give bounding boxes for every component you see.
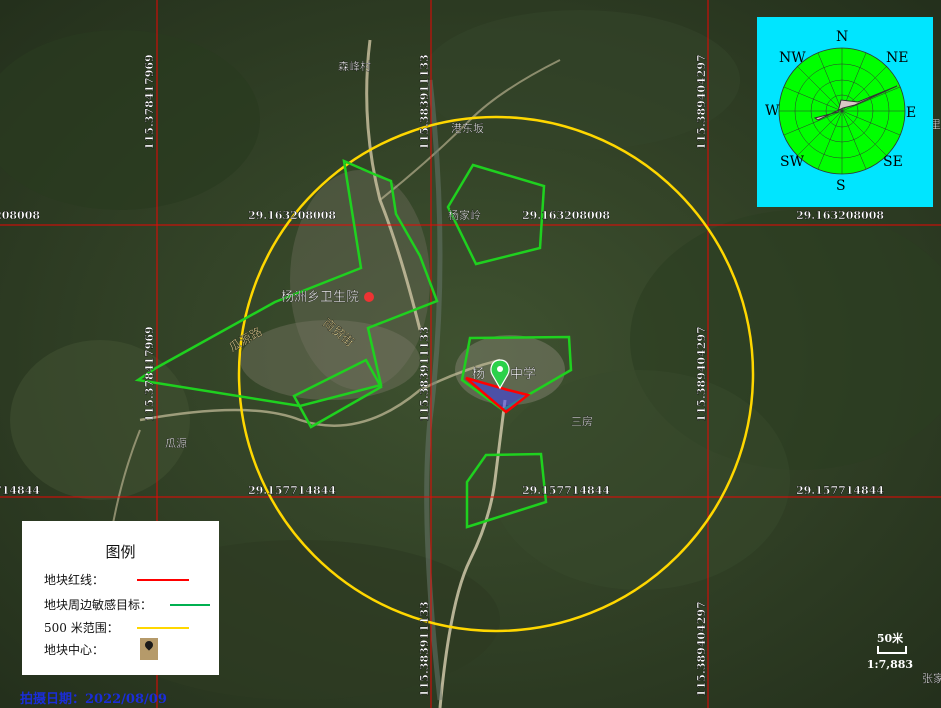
target-village-north [134, 158, 439, 408]
lon-label-left-bottom: 115.378417969 [143, 326, 156, 422]
lat-label-top-left: 29.163208008 [0, 209, 40, 222]
label-gangdong: 港东坂 [451, 122, 484, 135]
label-clinic: 杨洲乡卫生院 [281, 290, 359, 305]
wind-label-nw: NW [779, 50, 806, 66]
wind-label-n: N [836, 29, 848, 45]
lon-label-right-bottom: 115.389404297 [695, 601, 708, 697]
scale-ratio: 1:7,883 [866, 658, 914, 671]
lon-label-right-mid: 115.389404297 [695, 326, 708, 422]
lat-label-top-mid: 29.163208008 [248, 209, 336, 222]
label-guayuan: 瓜源 [165, 436, 187, 450]
wind-label-w: W [765, 103, 780, 119]
label-zhangjia: 张家 [922, 671, 941, 685]
wind-label-sw: SW [780, 154, 805, 170]
lat-label-bottom-mid: 29.157714844 [248, 484, 336, 497]
label-sanfang: 三房 [571, 415, 593, 428]
scale-indicator: 50米 1:7,883 [850, 630, 930, 674]
lat-label-bottom-left: 29.157714844 [0, 484, 40, 497]
wind-label-se: SE [883, 154, 903, 170]
hospital-icon [364, 292, 374, 302]
legend-label-sensitive: 地块周边敏感目标： [44, 598, 153, 612]
capture-date: 拍摄日期：2022/08/09 [20, 692, 167, 707]
lat-label-bottom-far: 29.157714844 [796, 484, 884, 497]
wind-label-ne: NE [886, 50, 908, 66]
label-school-b: 中学 [510, 366, 536, 382]
legend-swatch-range [137, 627, 189, 629]
map-pin-icon [140, 638, 158, 660]
legend-swatch-boundary [137, 579, 189, 581]
site-boundary [465, 376, 531, 414]
target-west-box [292, 358, 383, 429]
lat-label-top-right: 29.163208008 [522, 209, 610, 222]
site-center-pin-icon [490, 359, 510, 390]
label-school-a: 杨 [472, 367, 485, 382]
legend-swatch-sensitive [170, 604, 210, 606]
lat-label-top-far: 29.163208008 [796, 209, 884, 222]
legend-title: 图例 [105, 543, 136, 561]
legend-label-boundary: 地块红线： [44, 573, 105, 587]
lon-label-mid-top: 115.383911133 [418, 54, 431, 150]
lon-label-left-top: 115.378417969 [143, 54, 156, 150]
lon-label-right-top: 115.389404297 [695, 54, 708, 150]
legend-label-range: 500 米范围： [44, 621, 119, 635]
label-senfeng: 森峰村 [338, 59, 371, 73]
wind-label-e: E [906, 105, 916, 121]
target-yangjialing [446, 163, 546, 266]
wind-rose: N NE E SE S SW W NW [757, 17, 933, 207]
label-yangjialing: 杨家岭 [448, 208, 481, 222]
map-legend: 图例 地块红线： 地块周边敏感目标： 500 米范围： 地块中心： [22, 521, 219, 675]
range-500m-circle [237, 115, 755, 633]
legend-label-center: 地块中心： [44, 643, 105, 657]
lon-label-mid-bottom: 115.383911133 [418, 601, 431, 697]
lat-label-bottom-right: 29.157714844 [522, 484, 610, 497]
wind-rose-petals [813, 85, 898, 121]
wind-label-s: S [836, 178, 846, 194]
target-south [465, 452, 548, 529]
scale-bar [877, 646, 907, 654]
label-li: 里 [930, 118, 941, 131]
lon-label-mid-mid: 115.383911133 [418, 326, 431, 422]
scale-bar-label: 50米 [876, 632, 904, 645]
